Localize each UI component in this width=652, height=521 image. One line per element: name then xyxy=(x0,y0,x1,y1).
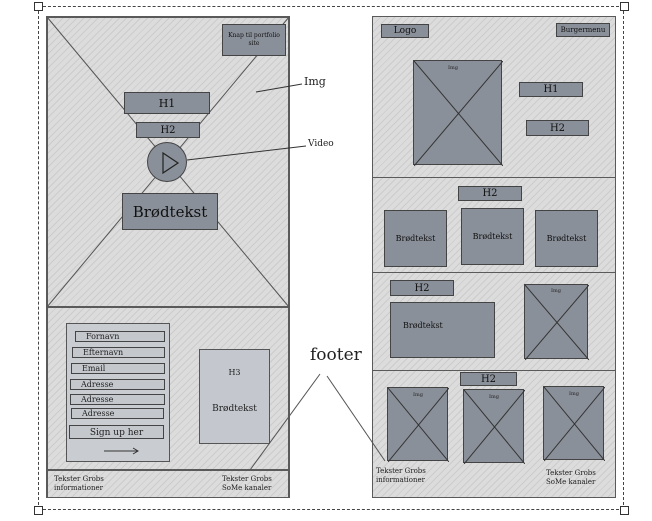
text-card-1: Brødtekst xyxy=(384,210,447,267)
gallery-image-2-label: Img xyxy=(489,394,499,400)
left-footer-info: Tekster Grobs informationer xyxy=(54,475,104,492)
right-footer-some: Tekster Grobs SoMe kanaler xyxy=(546,469,596,486)
email-field[interactable]: Email xyxy=(71,363,165,374)
hero-h2: H2 xyxy=(136,122,200,138)
gallery-image-3-label: Img xyxy=(569,391,579,397)
section3-image-label: Img xyxy=(551,288,561,294)
header-image-label: Img xyxy=(448,65,458,71)
header-h1: H1 xyxy=(519,82,583,97)
section2-h2: H2 xyxy=(458,186,522,201)
section-divider-2 xyxy=(372,272,616,273)
section3-body-text: Brødtekst xyxy=(390,302,495,358)
selection-frame xyxy=(38,6,624,510)
image-cross xyxy=(524,284,590,361)
hero-h1: H1 xyxy=(124,92,210,114)
burger-menu-button[interactable]: Burgermenu xyxy=(556,23,610,37)
image-cross xyxy=(543,386,606,462)
address-field-2[interactable]: Adresse xyxy=(70,394,165,405)
gallery-image-1 xyxy=(387,387,450,463)
h3-heading: H3 xyxy=(228,368,241,377)
resize-handle-top-left[interactable] xyxy=(34,2,43,11)
image-cross xyxy=(413,60,504,167)
address-field-1[interactable]: Adresse xyxy=(70,379,165,390)
gallery-image-1-label: Img xyxy=(413,392,423,398)
text-card-3: Brødtekst xyxy=(535,210,598,267)
video-play-button[interactable] xyxy=(147,142,187,182)
header-image-placeholder xyxy=(413,60,504,167)
logo[interactable]: Logo xyxy=(381,24,429,38)
footer-annotation: footer xyxy=(310,345,362,365)
section-divider-3 xyxy=(372,370,616,371)
image-cross xyxy=(387,387,450,463)
video-annotation: Video xyxy=(308,139,334,149)
image-cross xyxy=(463,389,526,465)
resize-handle-bottom-right[interactable] xyxy=(620,506,629,515)
h3-card xyxy=(199,349,270,444)
text-card-2: Brødtekst xyxy=(461,208,524,265)
firstname-field[interactable]: Fornavn xyxy=(75,331,165,342)
img-annotation: Img xyxy=(304,75,326,88)
h3-body-text: Brødtekst xyxy=(212,404,257,414)
section3-h2: H2 xyxy=(390,280,454,296)
gallery-image-2 xyxy=(463,389,526,465)
section4-h2: H2 xyxy=(460,372,517,386)
header-h2: H2 xyxy=(526,120,589,136)
right-footer-info: Tekster Grobs informationer xyxy=(376,467,426,484)
signup-button[interactable]: Sign up her xyxy=(69,425,164,439)
address-field-3[interactable]: Adresse xyxy=(71,408,164,419)
lastname-field[interactable]: Efternavn xyxy=(72,347,165,358)
play-icon xyxy=(162,151,180,175)
portfolio-link-button[interactable]: Knap til portfolio site xyxy=(222,24,286,56)
resize-handle-top-right[interactable] xyxy=(620,2,629,11)
hero-body-text: Brødtekst xyxy=(122,193,218,230)
section3-image-placeholder xyxy=(524,284,590,361)
gallery-image-3 xyxy=(543,386,606,462)
left-footer xyxy=(47,470,289,498)
section-divider-1 xyxy=(372,177,616,178)
resize-handle-bottom-left[interactable] xyxy=(34,506,43,515)
left-footer-some: Tekster Grobs SoMe kanaler xyxy=(222,475,272,492)
